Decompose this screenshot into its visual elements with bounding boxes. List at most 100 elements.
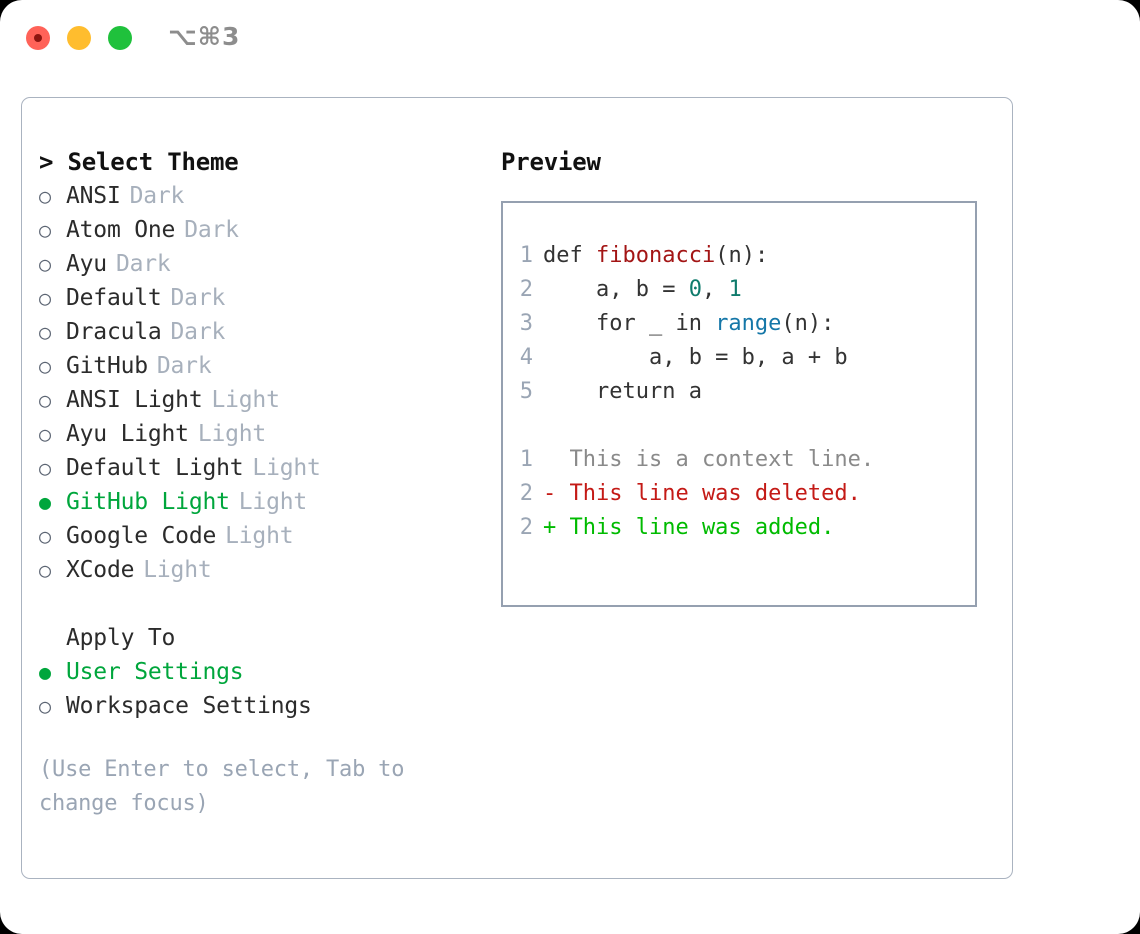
apply-to-heading: Apply To	[66, 625, 176, 651]
code-token-plain: for _ in	[543, 311, 716, 336]
apply-to-label: User Settings	[66, 659, 244, 685]
radio-unselected-icon[interactable]: ○	[39, 320, 51, 344]
code-token-plain: ,	[701, 277, 729, 302]
apply-to-option[interactable]: ● User Settings	[39, 655, 489, 689]
list-spacer	[39, 587, 489, 621]
code-text: return a	[543, 375, 702, 409]
code-token-plain: return a	[543, 379, 702, 404]
code-diff-separator	[503, 409, 975, 443]
theme-name: Default	[66, 285, 162, 311]
theme-name: Ayu	[66, 251, 107, 277]
theme-variant-label: Light	[197, 421, 267, 447]
theme-variant-label: Dark	[115, 251, 171, 277]
diff-text-del: - This line was deleted.	[543, 481, 861, 506]
theme-variant-label: Dark	[129, 183, 185, 209]
code-line: 3 for _ in range(n):	[503, 307, 975, 341]
diff-line: 2 + This line was added.	[503, 511, 975, 545]
theme-variant-label: Dark	[184, 217, 239, 243]
code-token-plain: (n):	[715, 243, 769, 268]
diff-sample: 1 This is a context line. 2 - This line wa…	[503, 443, 975, 545]
theme-name: Default Light	[66, 455, 244, 481]
theme-variant-label: Light	[211, 387, 280, 413]
theme-list-item[interactable]: ○ Ayu Dark	[39, 247, 489, 281]
code-token-num: 1	[728, 277, 742, 302]
keyboard-shortcut-label: ⌥⌘3	[168, 22, 241, 51]
theme-name: Google Code	[66, 523, 217, 549]
radio-unselected-icon[interactable]: ○	[39, 524, 51, 548]
code-token-num: 0	[688, 277, 702, 302]
apply-to-option[interactable]: ○ Workspace Settings	[39, 689, 489, 723]
radio-selected-icon[interactable]: ●	[39, 660, 51, 684]
diff-text-add: + This line was added.	[543, 515, 835, 540]
radio-selected-icon[interactable]: ●	[39, 490, 51, 514]
radio-unselected-icon[interactable]: ○	[39, 694, 51, 718]
theme-name: Dracula	[66, 319, 162, 345]
theme-list-item[interactable]: ○ XCode Light	[39, 553, 489, 587]
select-theme-heading: > Select Theme	[39, 148, 239, 176]
theme-name: XCode	[66, 557, 135, 583]
close-button-icon[interactable]	[26, 26, 50, 50]
code-text: a, b = b, a + b	[543, 341, 848, 375]
diff-line: 1 This is a context line.	[503, 443, 975, 477]
line-number: 4	[519, 345, 533, 370]
apply-to-list[interactable]: ● User Settings ○ Workspace Settings	[39, 655, 489, 723]
line-number: 3	[519, 311, 533, 336]
theme-name: Ayu Light	[66, 421, 189, 447]
theme-list-item[interactable]: ○ Default Light Light	[39, 451, 489, 485]
theme-name: GitHub	[66, 353, 148, 379]
code-text: for _ in range(n):	[543, 307, 834, 341]
theme-variant-label: Light	[143, 557, 212, 583]
theme-list-item[interactable]: ○ Ayu Light Light	[39, 417, 489, 451]
code-token-call: range	[715, 311, 782, 336]
line-number: 5	[519, 379, 533, 404]
code-line: 5 return a	[503, 375, 975, 409]
radio-unselected-icon[interactable]: ○	[39, 388, 51, 412]
line-number: 2	[519, 277, 533, 302]
theme-name: ANSI	[66, 183, 121, 209]
line-number: 2	[519, 515, 533, 540]
window-controls	[26, 26, 132, 50]
theme-variant-label: Light	[252, 455, 321, 481]
diff-text-ctx: This is a context line.	[543, 447, 875, 472]
theme-variant-label: Light	[225, 523, 294, 549]
code-line: 4 a, b = b, a + b	[503, 341, 975, 375]
theme-variant-label: Dark	[156, 353, 212, 379]
theme-list-item[interactable]: ○ Google Code Light	[39, 519, 489, 553]
code-text: a, b = 0, 1	[543, 273, 742, 307]
title-bar: ⌥⌘3	[0, 0, 1140, 78]
radio-unselected-icon[interactable]: ○	[39, 558, 51, 582]
minimize-button-icon[interactable]	[67, 26, 91, 50]
code-token-plain: def	[543, 243, 596, 268]
keyboard-hint-text: (Use Enter to select, Tab to change focu…	[39, 757, 405, 816]
radio-unselected-icon[interactable]: ○	[39, 422, 51, 446]
code-line: 2 a, b = 0, 1	[503, 273, 975, 307]
apply-to-label: Workspace Settings	[66, 693, 312, 719]
line-number: 2	[519, 481, 533, 506]
theme-list-item[interactable]: ○ GitHub Dark	[39, 349, 489, 383]
radio-unselected-icon[interactable]: ○	[39, 184, 51, 208]
radio-unselected-icon[interactable]: ○	[39, 252, 51, 276]
preview-heading: Preview	[501, 148, 601, 176]
theme-name: Atom One	[66, 217, 176, 243]
theme-list-item[interactable]: ○ Dracula Dark	[39, 315, 489, 349]
radio-unselected-icon[interactable]: ○	[39, 286, 51, 310]
theme-list-item[interactable]: ○ Atom One Dark	[39, 213, 489, 247]
radio-unselected-icon[interactable]: ○	[39, 354, 51, 378]
diff-line: 2 - This line was deleted.	[503, 477, 975, 511]
theme-list-item[interactable]: ○ ANSI Dark	[39, 179, 489, 213]
theme-variant-label: Light	[238, 489, 308, 515]
maximize-button-icon[interactable]	[108, 26, 132, 50]
radio-unselected-icon[interactable]: ○	[39, 218, 51, 242]
radio-unselected-icon[interactable]: ○	[39, 456, 51, 480]
theme-variant-label: Dark	[170, 319, 226, 345]
